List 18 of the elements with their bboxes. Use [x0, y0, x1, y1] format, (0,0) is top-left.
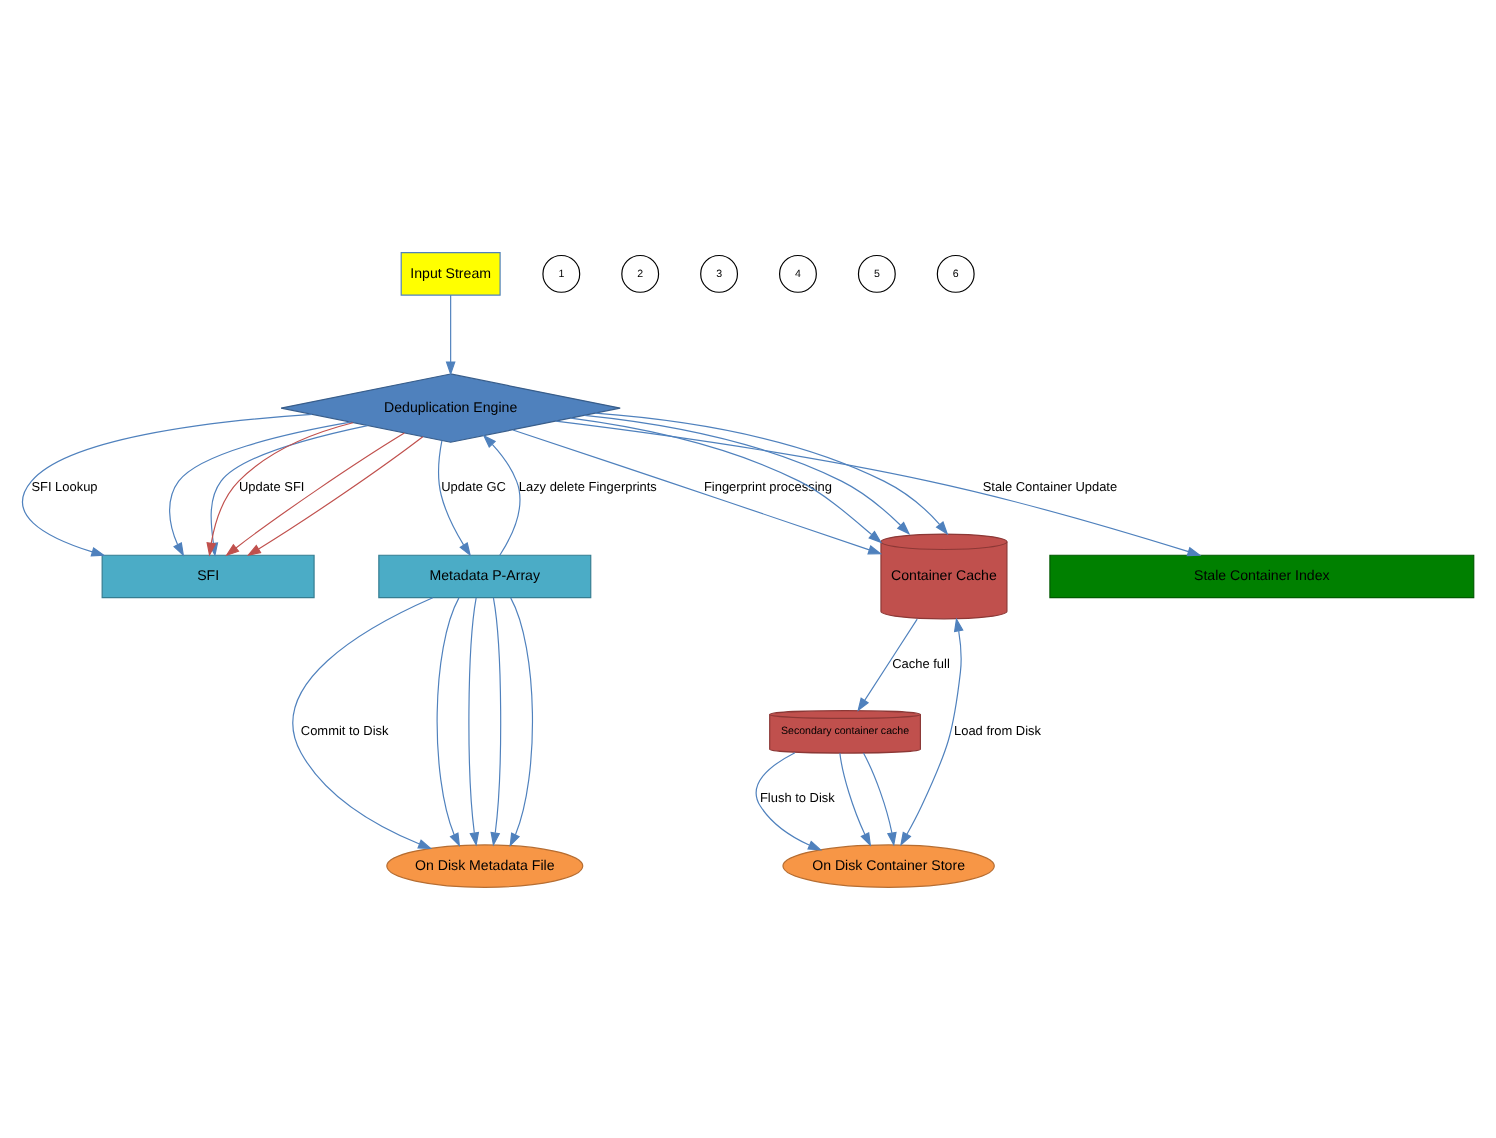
arrow: [482, 433, 521, 555]
arrow: [468, 596, 480, 846]
arrow: [246, 435, 424, 556]
arrow: [857, 617, 918, 711]
arrow: [839, 751, 872, 846]
arrow: [445, 293, 456, 375]
arrow: [292, 596, 434, 849]
arrow: [225, 431, 405, 556]
arrow: [862, 751, 897, 846]
arrow: [512, 428, 883, 554]
arrow: [438, 439, 472, 556]
arrow: [900, 616, 964, 846]
arrow: [490, 596, 502, 846]
arrow: [755, 751, 823, 850]
arrow: [570, 416, 883, 543]
arrow: [555, 419, 1202, 556]
arrow: [436, 596, 461, 847]
arrow: [509, 596, 533, 847]
